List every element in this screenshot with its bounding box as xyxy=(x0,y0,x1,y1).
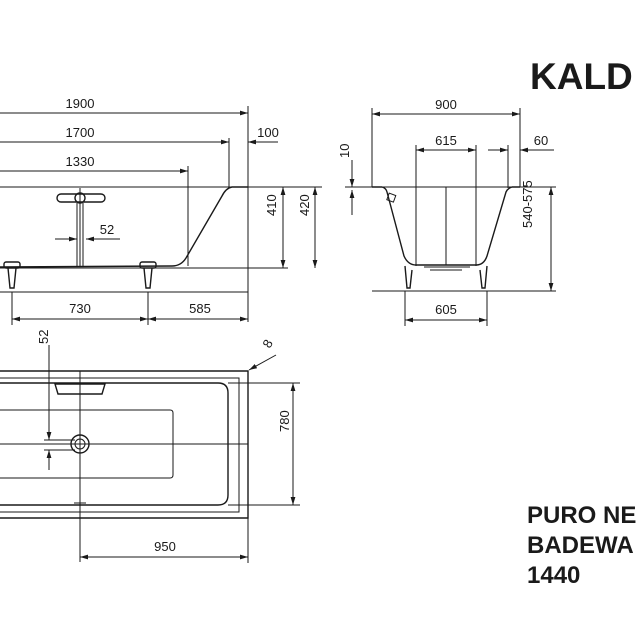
dim-52-side: 52 xyxy=(100,222,114,237)
leg-right xyxy=(139,261,157,289)
overflow-icon xyxy=(386,192,397,203)
legs-end xyxy=(404,265,488,289)
product-name-line1: PURO NE xyxy=(527,502,636,529)
plan-view: 52 8 780 950 xyxy=(0,330,300,563)
dim-410: 410 xyxy=(264,194,279,216)
tub-profile-side xyxy=(0,186,248,268)
grab-handle xyxy=(54,383,106,395)
dim-1330: 1330 xyxy=(66,154,95,169)
dim-1700: 1700 xyxy=(66,125,95,140)
dim-10: 10 xyxy=(337,144,352,158)
dim-605: 605 xyxy=(435,302,457,317)
dim-585: 585 xyxy=(189,301,211,316)
dim-780: 780 xyxy=(277,410,292,432)
leg-left xyxy=(3,261,21,289)
dim-730: 730 xyxy=(69,301,91,316)
dim-615: 615 xyxy=(435,133,457,148)
dim-420: 420 xyxy=(297,194,312,216)
dim-1900: 1900 xyxy=(66,96,95,111)
dim-8: 8 xyxy=(259,337,276,351)
dim-540-575: 540-575 xyxy=(520,180,535,228)
product-number: 1440 xyxy=(527,562,580,589)
dim-950: 950 xyxy=(154,539,176,554)
end-view: 900 615 60 10 540-575 605 xyxy=(337,97,556,326)
drain-fitting xyxy=(424,266,470,271)
dim-60: 60 xyxy=(534,133,548,148)
dim-900: 900 xyxy=(435,97,457,112)
brand-logo: KALD xyxy=(530,56,633,97)
overflow-fitting xyxy=(56,188,106,266)
dim-52-plan: 52 xyxy=(36,330,51,344)
side-view: 1900 1700 100 1330 52 410 420 730 585 xyxy=(0,96,322,325)
product-name-line2: BADEWA xyxy=(527,532,634,559)
dim-100: 100 xyxy=(257,125,279,140)
